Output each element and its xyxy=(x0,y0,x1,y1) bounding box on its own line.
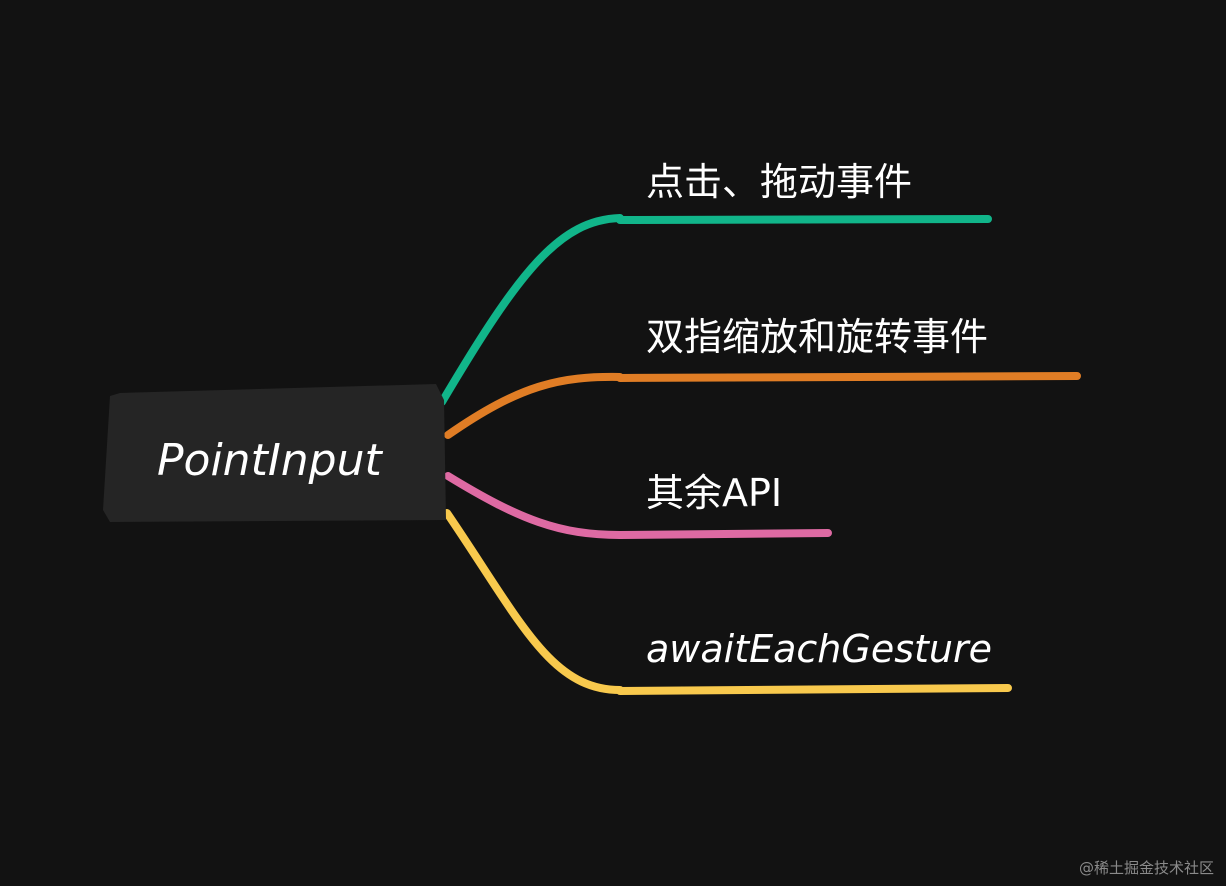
connector-other-api xyxy=(444,472,624,539)
root-node-box xyxy=(103,384,446,522)
connector-await-each-gesture xyxy=(443,509,624,694)
connector-pinch-rotate xyxy=(444,372,624,439)
branch-label-pinch-rotate: 双指缩放和旋转事件 xyxy=(646,315,988,359)
watermark: @稀土掘金技术社区 xyxy=(1078,859,1214,877)
connector-touch-drag xyxy=(438,214,624,406)
branch-label-await-each-gesture: awaitEachGesture xyxy=(646,627,992,671)
underline-await-each-gesture xyxy=(616,684,1012,695)
underline-other-api xyxy=(616,529,832,539)
branch-label-touch-drag: 点击、拖动事件 xyxy=(646,160,912,204)
underline-touch-drag xyxy=(616,215,992,224)
branch-label-other-api: 其余API xyxy=(646,471,782,515)
root-node-label: PointInput xyxy=(157,435,383,486)
underline-pinch-rotate xyxy=(616,372,1081,382)
